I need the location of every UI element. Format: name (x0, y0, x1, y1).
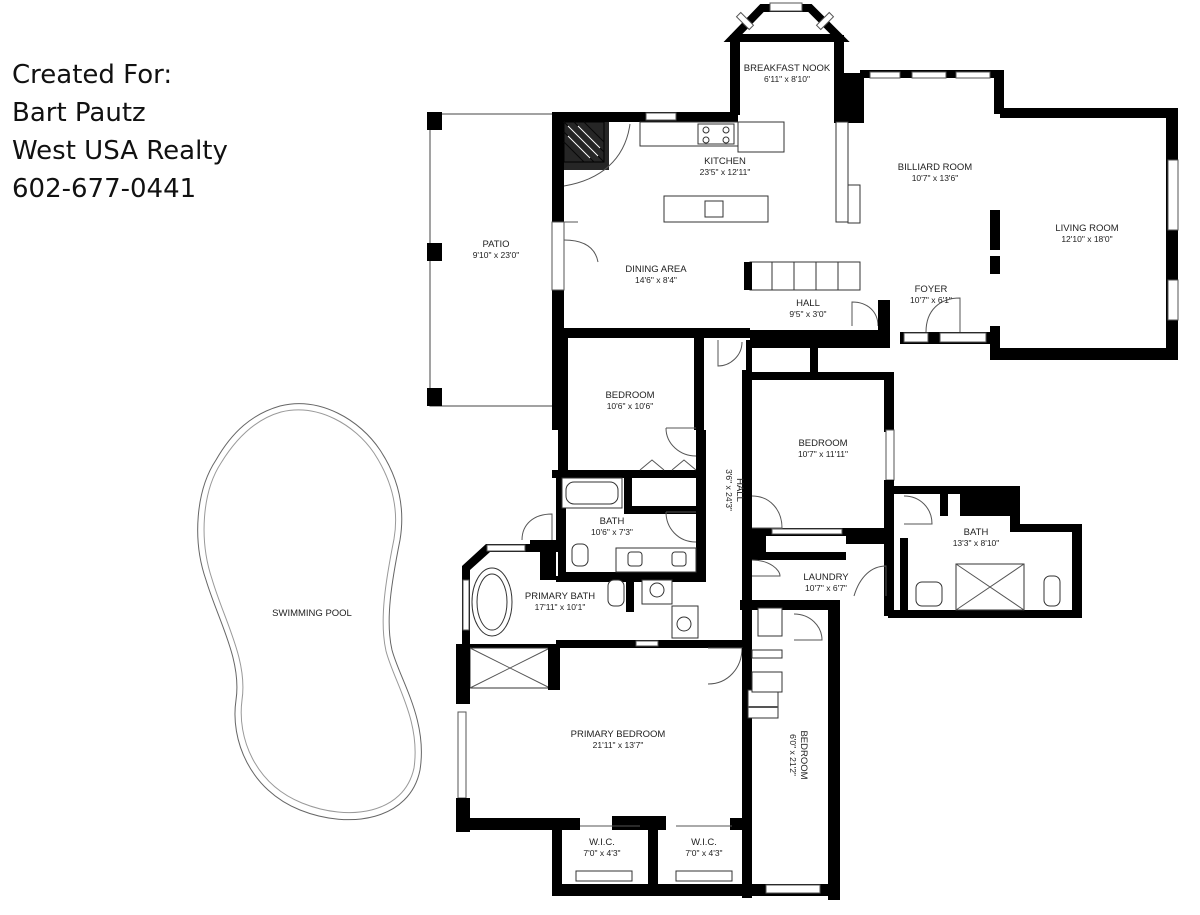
dim-breakfast-nook: 6'11" x 8'10" (764, 74, 810, 84)
bath-2-walls (888, 486, 1082, 618)
billiard-living-walls (860, 70, 1179, 360)
dim-foyer: 10'7" x 6'1" (910, 295, 952, 305)
credit-line-1: Created For: (12, 60, 173, 90)
swimming-pool (197, 403, 422, 821)
label-hall-vertical: HALL (734, 478, 745, 502)
hall-vertical (716, 340, 752, 650)
label-bedroom-2: BEDROOM (798, 438, 847, 449)
label-wic-2: W.I.C. (691, 837, 717, 848)
label-bedroom-3: BEDROOM (798, 730, 809, 779)
primary-bath-walls (462, 540, 746, 690)
dim-dining-area: 14'6" x 8'4" (635, 275, 677, 285)
credit-line-3: West USA Realty (12, 136, 228, 166)
label-hall-top: HALL (796, 298, 820, 309)
label-bath-1: BATH (600, 516, 625, 527)
label-primary-bedroom: PRIMARY BEDROOM (571, 729, 666, 740)
hall-top-walls (564, 300, 890, 340)
primary-bedroom-walls (456, 644, 779, 898)
label-kitchen: KITCHEN (704, 156, 746, 167)
label-billiard-room: BILLIARD ROOM (898, 162, 973, 173)
label-primary-bath: PRIMARY BATH (525, 591, 595, 602)
label-swimming-pool: SWIMMING POOL (272, 608, 352, 619)
dim-laundry: 10'7" x 6'7" (805, 583, 847, 593)
credit-line-2: Bart Pautz (12, 98, 146, 128)
label-foyer: FOYER (915, 284, 948, 295)
dim-bath-2: 13'3" x 8'10" (953, 538, 1000, 548)
label-laundry: LAUNDRY (803, 572, 849, 583)
dim-wic-1: 7'0" x 4'3" (583, 848, 620, 858)
dim-living-room: 12'10" x 18'0" (1061, 234, 1112, 244)
dim-bedroom-1: 10'6" x 10'6" (607, 401, 654, 411)
dim-hall-vertical: 3'6" x 24'3" (724, 469, 734, 511)
dim-primary-bedroom: 21'11" x 13'7" (593, 740, 644, 750)
breakfast-nook (723, 2, 850, 115)
credit-block: Created For: Bart Pautz West USA Realty … (12, 56, 228, 208)
dim-bedroom-2: 10'7" x 11'11" (798, 449, 848, 459)
bedroom-3-walls (751, 649, 840, 896)
dim-wic-2: 7'0" x 4'3" (685, 848, 722, 858)
label-patio: PATIO (482, 239, 509, 250)
dim-kitchen: 23'5" x 12'11" (700, 167, 751, 177)
bedroom-2-walls (750, 340, 895, 538)
label-dining-area: DINING AREA (625, 264, 687, 275)
dim-primary-bath: 17'11" x 10'1" (535, 602, 586, 612)
credit-line-4: 602-677-0441 (12, 174, 197, 204)
room-labels: BREAKFAST NOOK 6'11" x 8'10" KITCHEN 23'… (272, 63, 1119, 858)
kitchen-dining-walls (551, 73, 864, 430)
label-bedroom-1: BEDROOM (605, 390, 654, 401)
dim-billiard-room: 10'7" x 13'6" (912, 173, 959, 183)
label-breakfast-nook: BREAKFAST NOOK (744, 63, 831, 74)
label-living-room: LIVING ROOM (1055, 223, 1118, 234)
label-bath-2: BATH (964, 527, 989, 538)
dim-bath-1: 10'6" x 7'3" (591, 527, 633, 537)
wic-walls (552, 825, 752, 896)
dim-patio: 9'10" x 23'0" (473, 250, 520, 260)
laundry-walls (740, 534, 894, 900)
label-wic-1: W.I.C. (589, 837, 615, 848)
dim-hall-top: 9'5" x 3'0" (789, 309, 826, 319)
dim-bedroom-3: 6'0" x 21'2" (788, 734, 798, 776)
